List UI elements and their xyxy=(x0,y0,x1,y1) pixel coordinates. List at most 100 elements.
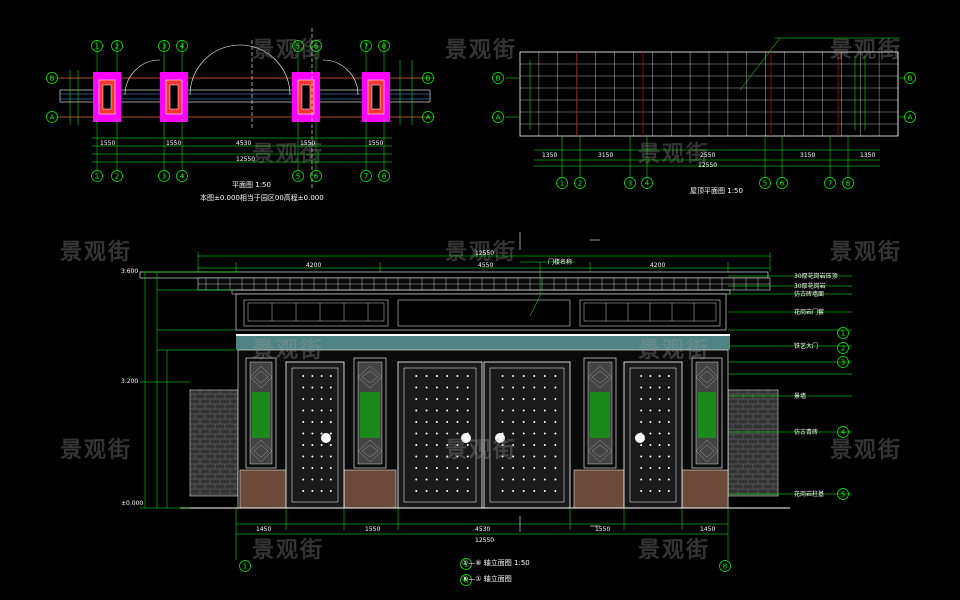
svg-text:3: 3 xyxy=(841,358,845,366)
svg-text:7: 7 xyxy=(364,172,368,180)
svg-text:1: 1 xyxy=(560,179,564,187)
sign-text: 门楼名称 xyxy=(548,259,573,266)
plan-dim: 1550 xyxy=(300,140,316,147)
axis-bubble-icon: 8 xyxy=(460,574,472,586)
axis-bubble-icon: 1 xyxy=(91,170,103,182)
svg-text:6: 6 xyxy=(314,42,319,50)
callout-label: 铁艺大门 xyxy=(794,343,819,350)
callout-label: 花岗岩门套 xyxy=(794,309,825,316)
svg-text:3: 3 xyxy=(628,179,632,187)
svg-text:8: 8 xyxy=(846,179,850,187)
axis-bubble-icon: 7 xyxy=(360,170,372,182)
svg-text:2: 2 xyxy=(115,42,119,50)
svg-text:5: 5 xyxy=(296,42,300,50)
svg-text:2: 2 xyxy=(115,172,119,180)
callout-label: 30厚花岗岩压顶 xyxy=(794,273,838,280)
lattice-panel-center-right xyxy=(583,357,617,469)
roof-dim: 1350 xyxy=(542,152,558,159)
svg-text:A: A xyxy=(908,113,913,121)
axis-bubble-icon: 8 xyxy=(842,177,854,189)
axis-bubble-icon: 6 xyxy=(776,177,788,189)
axis-bubble-icon: 2 xyxy=(111,40,123,52)
svg-text:3: 3 xyxy=(162,172,166,180)
plan-note: 本图±0.000相当于园区00高程±0.000 xyxy=(200,194,324,202)
plan-dim: 1550 xyxy=(100,140,116,147)
svg-text:6: 6 xyxy=(314,172,319,180)
roof-plan-title: 屋顶平面图 1:50 xyxy=(690,187,743,195)
callout-label: 仿古砖墙面 xyxy=(794,291,825,298)
axis-bubble-icon: 6 xyxy=(310,40,322,52)
svg-text:1: 1 xyxy=(95,172,99,180)
axis-bubble-icon: 3 xyxy=(624,177,636,189)
axis-bubble-icon: 1 xyxy=(556,177,568,189)
callout-tag-icon: 2 xyxy=(837,342,849,354)
elev-dim-bottom: 1450 xyxy=(700,526,716,533)
axis-bubble-icon: 4 xyxy=(176,170,188,182)
svg-text:6: 6 xyxy=(780,179,785,187)
svg-text:7: 7 xyxy=(364,42,368,50)
elev-height: 3.600 xyxy=(121,268,139,275)
axis-bubble-icon: 2 xyxy=(574,177,586,189)
svg-text:4: 4 xyxy=(180,42,185,50)
svg-text:2: 2 xyxy=(841,344,845,352)
elev-dim-top-total: 12550 xyxy=(475,250,495,257)
roof-dim: 3150 xyxy=(598,152,614,159)
elev-height: 3.200 xyxy=(121,378,139,385)
elev-dim-bottom: 1450 xyxy=(256,526,272,533)
svg-text:B: B xyxy=(426,74,431,82)
roof-plan-view xyxy=(505,37,905,178)
roof-dim-total: 12550 xyxy=(698,162,718,169)
svg-text:8: 8 xyxy=(382,172,386,180)
lattice-panel-left xyxy=(245,357,277,469)
axis-bubble-icon: B xyxy=(46,72,58,84)
svg-text:4: 4 xyxy=(645,179,650,187)
axis-bubble-icon: 4 xyxy=(176,40,188,52)
elev-height: ±0.000 xyxy=(121,500,144,507)
svg-text:A: A xyxy=(496,113,501,121)
plan-column-3 xyxy=(292,72,320,122)
axis-bubble-icon: 8 xyxy=(378,170,390,182)
svg-text:B: B xyxy=(496,74,501,82)
axis-bubble-icon: A xyxy=(492,111,504,123)
axis-bubble-icon: 4 xyxy=(641,177,653,189)
svg-text:8: 8 xyxy=(723,562,727,570)
svg-text:8: 8 xyxy=(382,42,386,50)
callout-label: 花岗岩柱基 xyxy=(794,491,825,498)
elevation-view xyxy=(139,232,852,560)
plan-title: 平面图 1:50 xyxy=(232,181,271,189)
roof-dim: 3150 xyxy=(800,152,816,159)
svg-text:8: 8 xyxy=(464,576,468,584)
svg-text:B: B xyxy=(908,74,913,82)
axis-bubble-icon: A xyxy=(904,111,916,123)
axis-bubble-icon: 7 xyxy=(360,40,372,52)
svg-text:1: 1 xyxy=(95,42,99,50)
axis-bubble-icon: 3 xyxy=(158,170,170,182)
callout-label: 仿古青砖 xyxy=(794,429,819,436)
elev-dim-top: 4550 xyxy=(478,262,494,269)
plan-view xyxy=(55,28,435,190)
elev-dim-top: 4200 xyxy=(306,262,322,269)
elev-dim-bottom: 1550 xyxy=(365,526,381,533)
svg-text:5: 5 xyxy=(841,490,845,498)
svg-text:A: A xyxy=(50,113,55,121)
elev-dim-bottom: 4530 xyxy=(475,526,491,533)
plan-column-2 xyxy=(160,72,188,122)
svg-text:A: A xyxy=(426,113,431,121)
svg-text:5: 5 xyxy=(296,172,300,180)
axis-bubble-icon: 7 xyxy=(824,177,836,189)
svg-text:B: B xyxy=(50,74,55,82)
axis-bubble-icon: B xyxy=(422,72,434,84)
elev-dim-bottom-total: 12550 xyxy=(475,537,495,544)
axis-bubble-icon: 5 xyxy=(759,177,771,189)
elev-dim-bottom: 1550 xyxy=(595,526,611,533)
axis-bubble-icon: B xyxy=(492,72,504,84)
callout-tag-icon: 1 xyxy=(837,327,849,339)
axis-bubble-icon: 1 xyxy=(91,40,103,52)
axis-bubble-icon: 8 xyxy=(719,560,731,572)
plan-column-4 xyxy=(362,72,390,122)
plan-dim: 4530 xyxy=(236,140,252,147)
axis-bubble-icon: 5 xyxy=(292,170,304,182)
svg-text:4: 4 xyxy=(841,428,846,436)
svg-text:4: 4 xyxy=(180,172,185,180)
